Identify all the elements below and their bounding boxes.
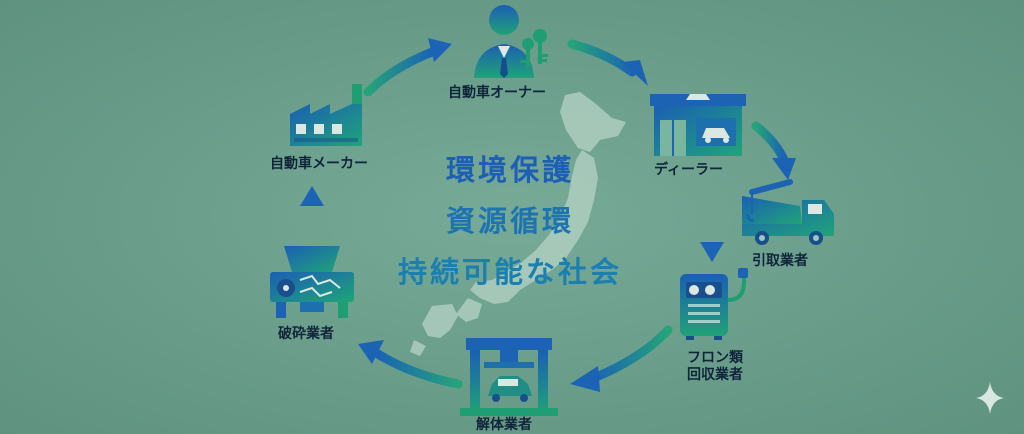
dismantler-press-icon: [460, 338, 558, 416]
sparkle-icon: [976, 382, 1004, 414]
center-text-line1: 環境保護: [445, 153, 574, 187]
car-owner-icon: [474, 5, 548, 78]
tow-truck-icon: [742, 179, 834, 245]
arrow-freon-to-dismantler: [570, 325, 673, 392]
dealer-showroom-icon: [650, 94, 746, 156]
center-text-line3: 持続可能な社会: [397, 255, 622, 289]
arrow-dismantler-to-shredder: [358, 340, 463, 389]
label-car-owner: 自動車オーナー: [448, 85, 546, 101]
arrow-maker-to-owner: [363, 38, 452, 97]
arrow-dealer-to-tow: [751, 121, 796, 180]
label-freon-line2: 回収業者: [687, 367, 743, 383]
center-text-line2: 資源循環: [445, 204, 574, 238]
arrow-shredder-to-maker: [300, 186, 324, 241]
label-shredder: 破砕業者: [278, 326, 334, 342]
key-icon: [520, 29, 548, 68]
factory-icon: [290, 84, 362, 146]
japan-map-icon: [410, 92, 626, 356]
arrow-owner-to-dealer: [567, 39, 648, 86]
cycle-arrows: [300, 38, 796, 392]
arrow-dealer-to-freon: [700, 171, 724, 262]
freon-recovery-machine-icon: [680, 268, 748, 340]
shredder-icon: [270, 246, 354, 318]
label-car-maker: 自動車メーカー: [270, 156, 368, 172]
label-dismantler: 解体業者: [476, 417, 532, 433]
label-dealer: ディーラー: [654, 162, 724, 178]
label-freon-recovery: フロン類 回収業者: [670, 350, 760, 384]
label-tow-operator: 引取業者: [752, 253, 808, 269]
label-freon-line1: フロン類: [687, 350, 743, 366]
